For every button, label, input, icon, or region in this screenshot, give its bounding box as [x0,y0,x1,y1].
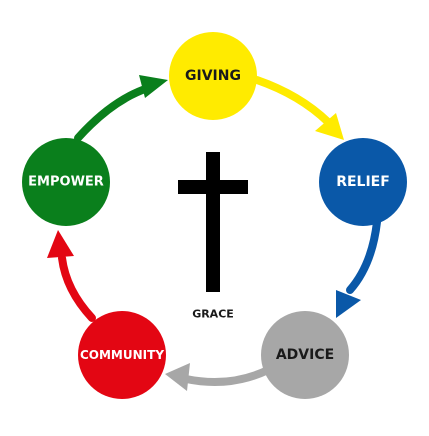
node-advice: ADVICE [261,311,349,399]
node-community-label: COMMUNITY [80,348,164,362]
arrow-empower-to-giving [74,84,152,142]
node-relief: RELIEF [319,138,407,226]
node-giving: GIVING [169,32,257,120]
node-relief-label: RELIEF [336,174,390,190]
node-advice-circle [261,311,349,399]
node-empower: EMPOWER [22,138,110,226]
center-label-grace: GRACE [192,308,234,321]
node-giving-circle [169,32,257,120]
node-giving-label: GIVING [185,68,241,84]
node-community: COMMUNITY [78,311,166,399]
arrow-relief-to-advice [346,218,381,294]
arrowhead-advice-to-community [165,363,190,391]
node-empower-label: EMPOWER [28,175,104,190]
node-advice-label: ADVICE [276,347,334,363]
arrowhead-community-to-empower [47,230,74,258]
arrowhead-giving-to-relief [315,113,344,140]
arrowhead-empower-to-giving [139,75,168,98]
cross-icon [178,152,248,292]
arrowhead-relief-to-advice [336,290,361,318]
cross-vertical-bar [206,152,220,292]
node-relief-circle [319,138,407,226]
arrows-group [47,75,381,391]
node-community-circle [78,311,166,399]
arrow-giving-to-relief [253,76,332,126]
cross-horizontal-bar [178,180,248,194]
node-empower-circle [22,138,110,226]
arrow-advice-to-community [182,366,272,386]
arrow-community-to-empower [58,254,96,322]
